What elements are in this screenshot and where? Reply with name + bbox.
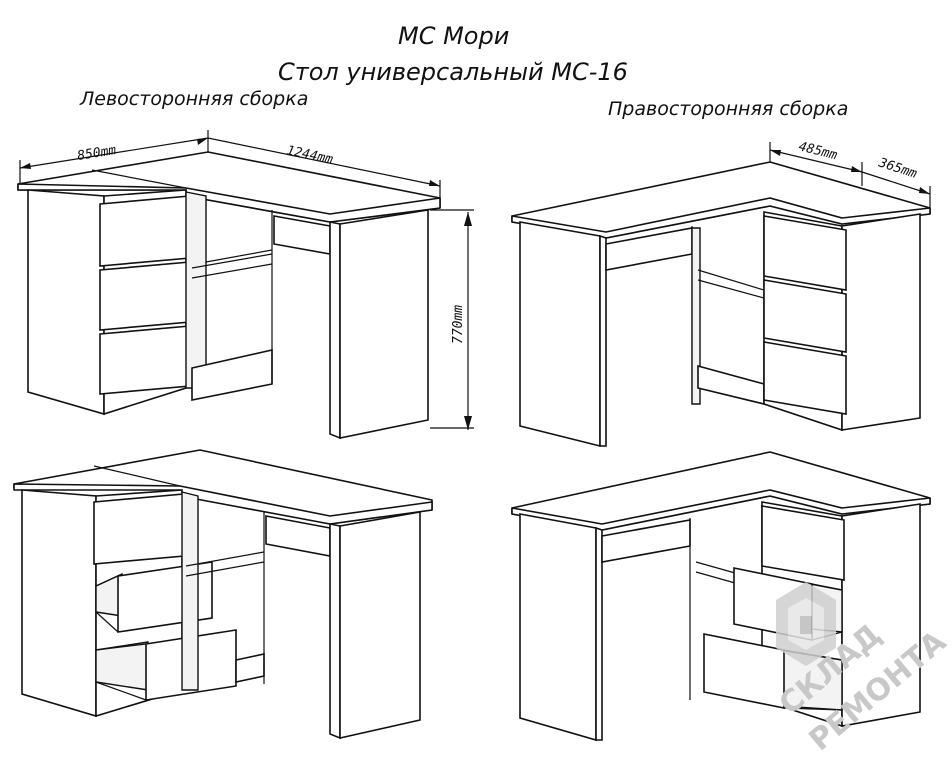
left-assembly-open-drawers [13,449,433,740]
left-assembly-label: Левосторонняя сборка [80,88,309,110]
brand-title: МС Мори [398,22,510,50]
dim-label-width: 1244mm [285,143,334,167]
right-assembly-label: Правосторонняя сборка [608,98,849,120]
drawer-front [763,341,847,415]
drawer-front [99,261,191,331]
product-title: Стол универсальный МС-16 [278,58,628,86]
right-assembly-closed-desk: 485mm 365mm [511,139,931,448]
drawer-front [99,325,191,395]
dim-label-height: 770mm [451,305,466,344]
dim-label-depth: 850mm [76,143,117,164]
drawer-front [99,195,191,267]
drawer-front [763,279,847,353]
watermark-logo [776,582,836,666]
drawer-front [93,493,185,565]
right-assembly-open-drawers [511,451,931,742]
dim-label-right-width: 485mm [797,139,839,163]
drawer-front [761,505,845,581]
drawer-front [763,215,847,291]
left-assembly-closed-desk: 850mm 1244mm 770mm [17,130,474,440]
